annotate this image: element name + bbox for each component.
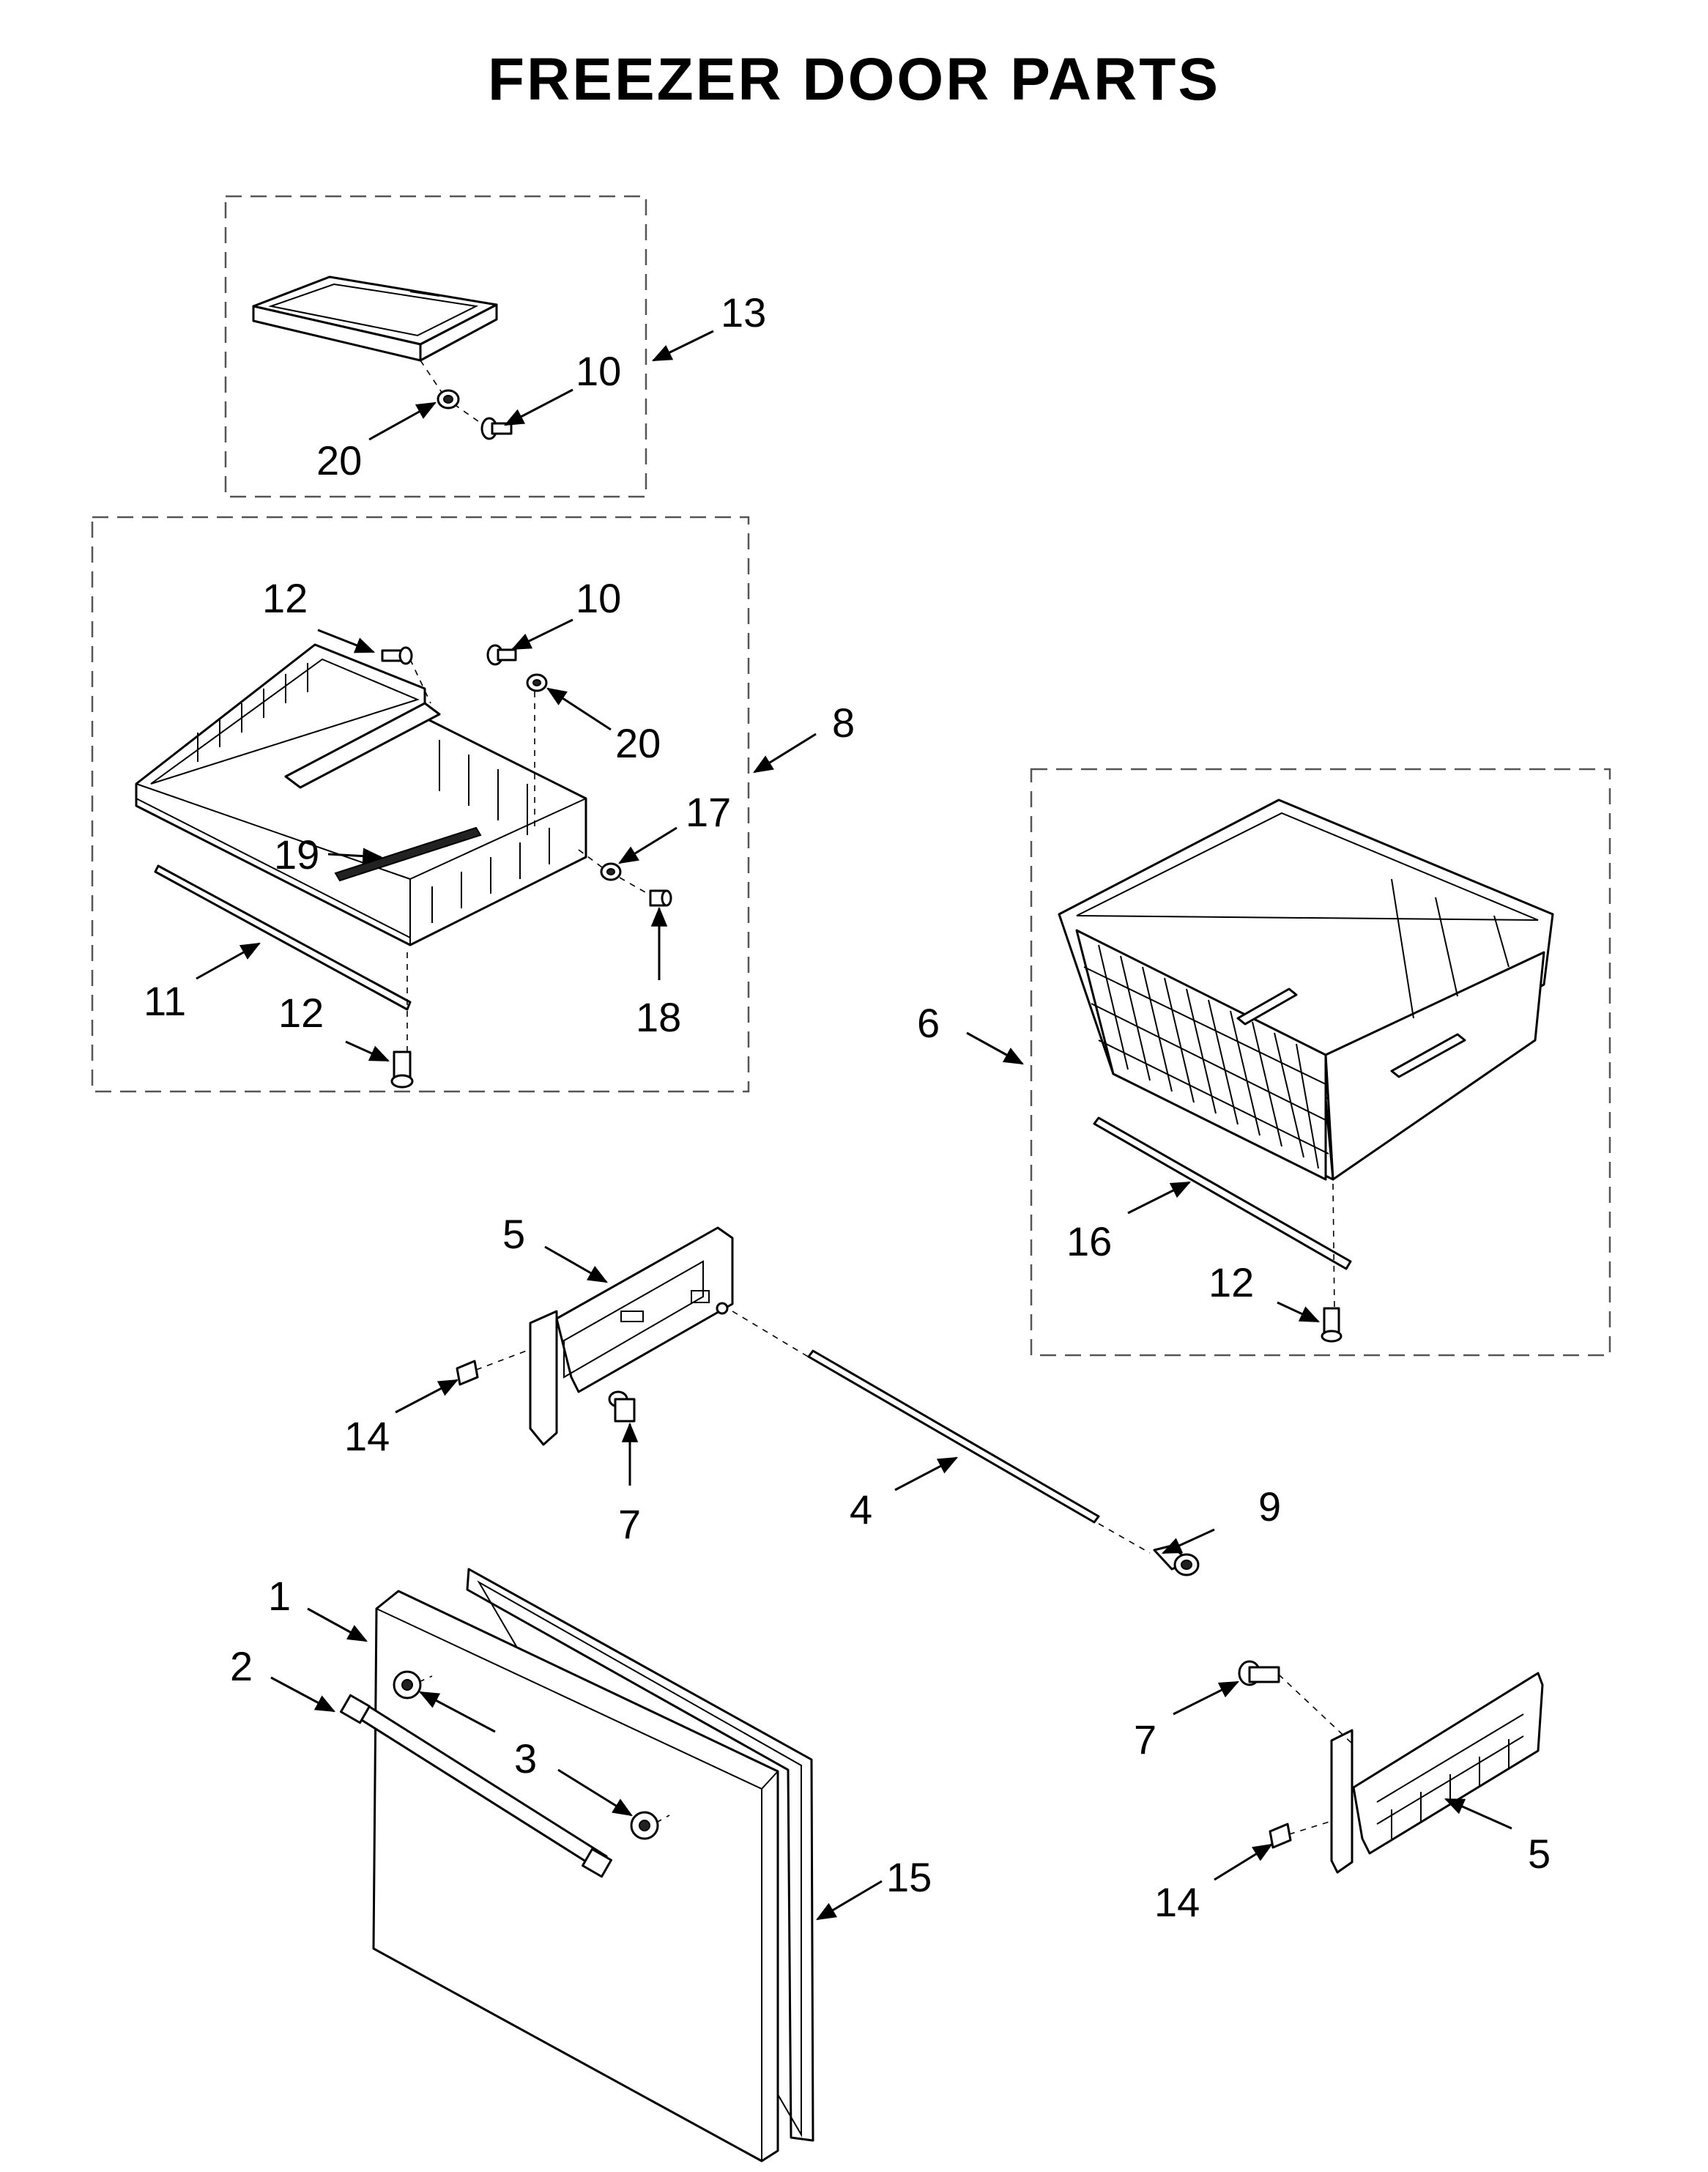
group-box-shelf <box>224 195 647 498</box>
part-20-nut-upper <box>526 673 548 692</box>
part-7-screw-right <box>1238 1660 1280 1686</box>
part-14-clip-right <box>1269 1823 1292 1849</box>
callout-10-upper: 10 <box>576 575 621 621</box>
part-8-upper-basket <box>135 643 587 946</box>
callout-16: 16 <box>1066 1218 1112 1264</box>
callout-3: 3 <box>514 1735 537 1782</box>
part-17-washer <box>600 862 622 881</box>
callout-18: 18 <box>636 994 681 1040</box>
callout-4: 4 <box>850 1486 872 1532</box>
page-title: FREEZER DOOR PARTS <box>487 46 1221 113</box>
callout-19: 19 <box>274 831 319 878</box>
part-7-screw-left <box>608 1390 636 1423</box>
callout-2: 2 <box>230 1643 253 1689</box>
part-11-trim-bar <box>154 864 412 1011</box>
callout-14-left: 14 <box>344 1413 390 1459</box>
part-20-nut-top <box>437 389 460 409</box>
callout-13: 13 <box>721 289 766 336</box>
callout-5-left: 5 <box>502 1211 525 1257</box>
part-12-screw-lower-basket <box>1321 1307 1343 1343</box>
part-10-screw-upper <box>486 644 517 666</box>
part-3-mount-bottom <box>630 1811 659 1840</box>
callout-8: 8 <box>832 700 855 746</box>
callout-17: 17 <box>686 789 731 835</box>
part-3-mount-top <box>393 1670 422 1700</box>
callout-12-lower: 12 <box>278 990 324 1036</box>
part-5-slide-rail-left <box>529 1226 734 1446</box>
part-12-screw-lower-upper <box>390 1050 414 1089</box>
callout-12-upper: 12 <box>262 575 308 621</box>
part-9-bushing <box>1153 1544 1200 1576</box>
callout-20-upper: 20 <box>615 720 661 766</box>
part-4-rod <box>807 1349 1100 1524</box>
callout-labels: 13 10 20 12 10 20 8 17 19 18 11 12 6 16 … <box>144 289 1551 1925</box>
part-16-trim-bar <box>1093 1116 1352 1270</box>
callout-12-basket: 12 <box>1208 1259 1254 1305</box>
part-5-slide-rail-right <box>1330 1672 1544 1874</box>
callout-7-right: 7 <box>1134 1716 1156 1763</box>
group-box-upper-basket <box>91 516 750 1093</box>
part-14-clip-left <box>456 1360 479 1386</box>
callout-7-left: 7 <box>618 1501 641 1547</box>
part-10-screw-top <box>480 417 513 440</box>
callout-15: 15 <box>886 1854 932 1900</box>
callout-20-top: 20 <box>316 437 362 483</box>
part-13-shelf <box>252 275 498 362</box>
part-1-door-panel <box>372 1590 779 2162</box>
part-18-pin <box>649 889 672 907</box>
callout-11: 11 <box>144 978 186 1024</box>
part-19-strip <box>334 826 482 882</box>
callout-6: 6 <box>917 1000 940 1046</box>
part-12-screw-top-upper <box>381 646 413 665</box>
callout-10-top: 10 <box>576 348 621 394</box>
part-6-lower-basket <box>1058 798 1554 1181</box>
part-2-handle <box>340 1694 612 1878</box>
callout-9: 9 <box>1258 1483 1281 1530</box>
callout-14-right: 14 <box>1154 1879 1200 1925</box>
callout-5-right: 5 <box>1528 1831 1551 1877</box>
callout-arrows <box>196 330 1512 1921</box>
group-box-lower-basket <box>1030 768 1611 1357</box>
callout-1: 1 <box>268 1573 291 1619</box>
